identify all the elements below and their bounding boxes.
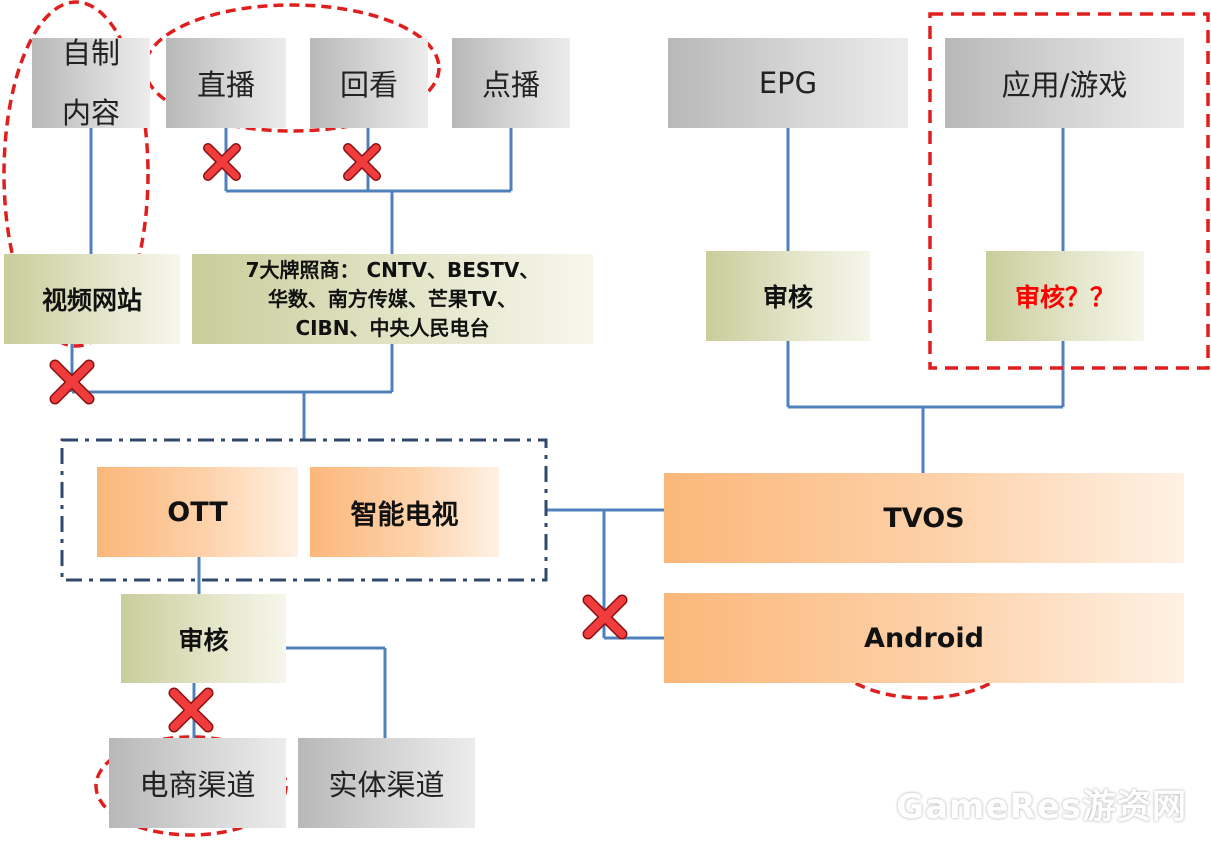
highlight-self-made-video xyxy=(2,0,150,348)
license-holders-line1: 7大牌照商： CNTV、BESTV、 xyxy=(245,257,540,282)
node-epg: EPG xyxy=(668,38,908,128)
node-self-made-content-line2: 内容 xyxy=(61,96,120,130)
node-vod: 点播 xyxy=(452,38,570,128)
cross-icon xyxy=(582,594,628,640)
node-review-channel: 审核 xyxy=(121,594,286,683)
cross-icon xyxy=(203,143,241,181)
node-smart-tv: 智能电视 xyxy=(310,467,499,557)
node-ott: OTT xyxy=(97,467,298,557)
node-self-made-content: 自制 内容 xyxy=(32,36,150,130)
node-tvos: TVOS xyxy=(664,473,1184,563)
cross-icon xyxy=(168,687,214,733)
node-video-sites: 视频网站 xyxy=(4,254,180,344)
watermark: GameRes游资网 xyxy=(896,787,1187,827)
license-holders-line2: 华数、南方传媒、芒果TV、 xyxy=(267,286,518,311)
apps-highlight-box xyxy=(928,12,1210,370)
node-review-apps: 审核？？ xyxy=(986,251,1144,341)
highlight-ecommerce xyxy=(94,735,288,837)
node-ecommerce-channel: 电商渠道 xyxy=(109,738,286,828)
license-holders-line3: CIBN、中央人民电台 xyxy=(295,315,490,340)
node-android: Android xyxy=(664,593,1184,683)
node-review-epg: 审核 xyxy=(706,251,870,341)
cross-icon xyxy=(343,143,381,181)
node-live: 直播 xyxy=(166,38,286,128)
node-apps-games: 应用/游戏 xyxy=(945,38,1184,128)
node-physical-channel: 实体渠道 xyxy=(298,738,475,828)
terminal-group-border xyxy=(60,438,548,582)
connector-lines xyxy=(70,128,1065,738)
blocked-crosses xyxy=(49,143,628,733)
node-self-made-content-line1: 自制 xyxy=(61,36,120,70)
node-license-holders: 7大牌照商： CNTV、BESTV、 华数、南方传媒、芒果TV、 CIBN、中央… xyxy=(192,254,593,344)
node-replay: 回看 xyxy=(310,38,428,128)
cross-icon xyxy=(49,359,95,405)
